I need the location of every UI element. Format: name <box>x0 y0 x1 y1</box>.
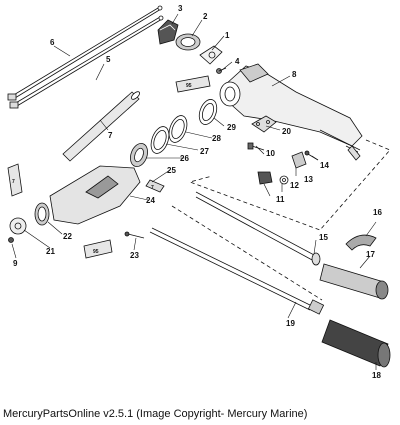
part-18-grip <box>321 319 391 368</box>
part-8-tiller-housing <box>219 63 363 161</box>
part-17-sleeve <box>319 263 389 300</box>
callout-4: 4 <box>235 57 240 66</box>
callout-18: 18 <box>372 371 381 380</box>
tube-label-7-lower: 7 <box>151 185 154 191</box>
image-caption: MercuryPartsOnline v2.5.1 (Image Copyrig… <box>3 408 308 420</box>
part-2-ring <box>175 33 201 51</box>
part-12-washer <box>279 175 289 185</box>
part-24-grip-housing <box>49 165 141 225</box>
part-26-bushing <box>130 142 148 168</box>
callout-21: 21 <box>46 247 55 256</box>
callout-6: 6 <box>50 38 55 47</box>
callout-26: 26 <box>180 154 189 163</box>
part-16-half-bushing <box>345 234 377 251</box>
part-19-throttle-cable <box>149 227 325 315</box>
callout-labels: 1 2 3 4 5 6 7 8 9 10 11 12 13 14 15 16 1… <box>13 4 382 380</box>
callout-22: 22 <box>63 232 72 241</box>
callout-17: 17 <box>366 250 375 259</box>
callout-1: 1 <box>225 31 230 40</box>
tube-label-95-lower: 95 <box>93 249 99 255</box>
callout-14: 14 <box>320 161 329 170</box>
part-28-ring <box>168 115 188 143</box>
tube-label-95-upper: 95 <box>186 83 192 89</box>
tube-label-7-left: 7 <box>12 179 15 185</box>
callout-27: 27 <box>200 147 209 156</box>
part-23-pin <box>124 231 145 239</box>
callout-5: 5 <box>106 55 111 64</box>
part-13-nut <box>291 151 307 169</box>
part-25-plug <box>145 179 165 193</box>
callout-24: 24 <box>146 196 155 205</box>
part-29-ring <box>198 99 218 125</box>
callout-9: 9 <box>13 259 18 268</box>
sealant-tube-left <box>7 163 23 197</box>
callout-25: 25 <box>167 166 176 175</box>
part-5-cable <box>9 15 164 109</box>
part-20-bracket <box>251 115 277 133</box>
callout-16: 16 <box>373 208 382 217</box>
callout-3: 3 <box>178 4 183 13</box>
callout-19: 19 <box>286 319 295 328</box>
part-6-cable <box>7 5 163 101</box>
part-27-ring <box>150 126 170 154</box>
callout-8: 8 <box>292 70 297 79</box>
sealant-tube-upper <box>175 75 211 93</box>
callout-11: 11 <box>276 195 285 204</box>
part-1-plate <box>199 45 223 65</box>
sealant-tube-lower <box>83 239 113 259</box>
callout-10: 10 <box>266 149 275 158</box>
callout-12: 12 <box>290 181 299 190</box>
part-11-knob <box>257 171 273 185</box>
callout-15: 15 <box>319 233 328 242</box>
callout-13: 13 <box>304 175 313 184</box>
callout-2: 2 <box>203 12 208 21</box>
assembly-outline <box>171 139 391 301</box>
callout-28: 28 <box>212 134 221 143</box>
part-7-rod <box>62 91 140 162</box>
part-3-yoke <box>157 19 179 45</box>
part-22-bushing <box>34 202 50 226</box>
part-15-throttle-shaft <box>195 191 321 266</box>
callout-23: 23 <box>130 251 139 260</box>
part-21-plate <box>9 217 27 235</box>
callout-29: 29 <box>227 123 236 132</box>
tube-labels: 95 7 95 7 <box>12 83 192 255</box>
leader-lines <box>11 13 377 370</box>
exploded-parts-diagram: 1 2 3 4 5 6 7 8 9 10 11 12 13 14 15 16 1… <box>7 4 391 380</box>
part-4-screw <box>216 67 227 74</box>
part-9-screw <box>8 237 14 243</box>
callout-20: 20 <box>282 127 291 136</box>
callout-7: 7 <box>108 131 113 140</box>
part-10-bolt <box>247 142 265 151</box>
